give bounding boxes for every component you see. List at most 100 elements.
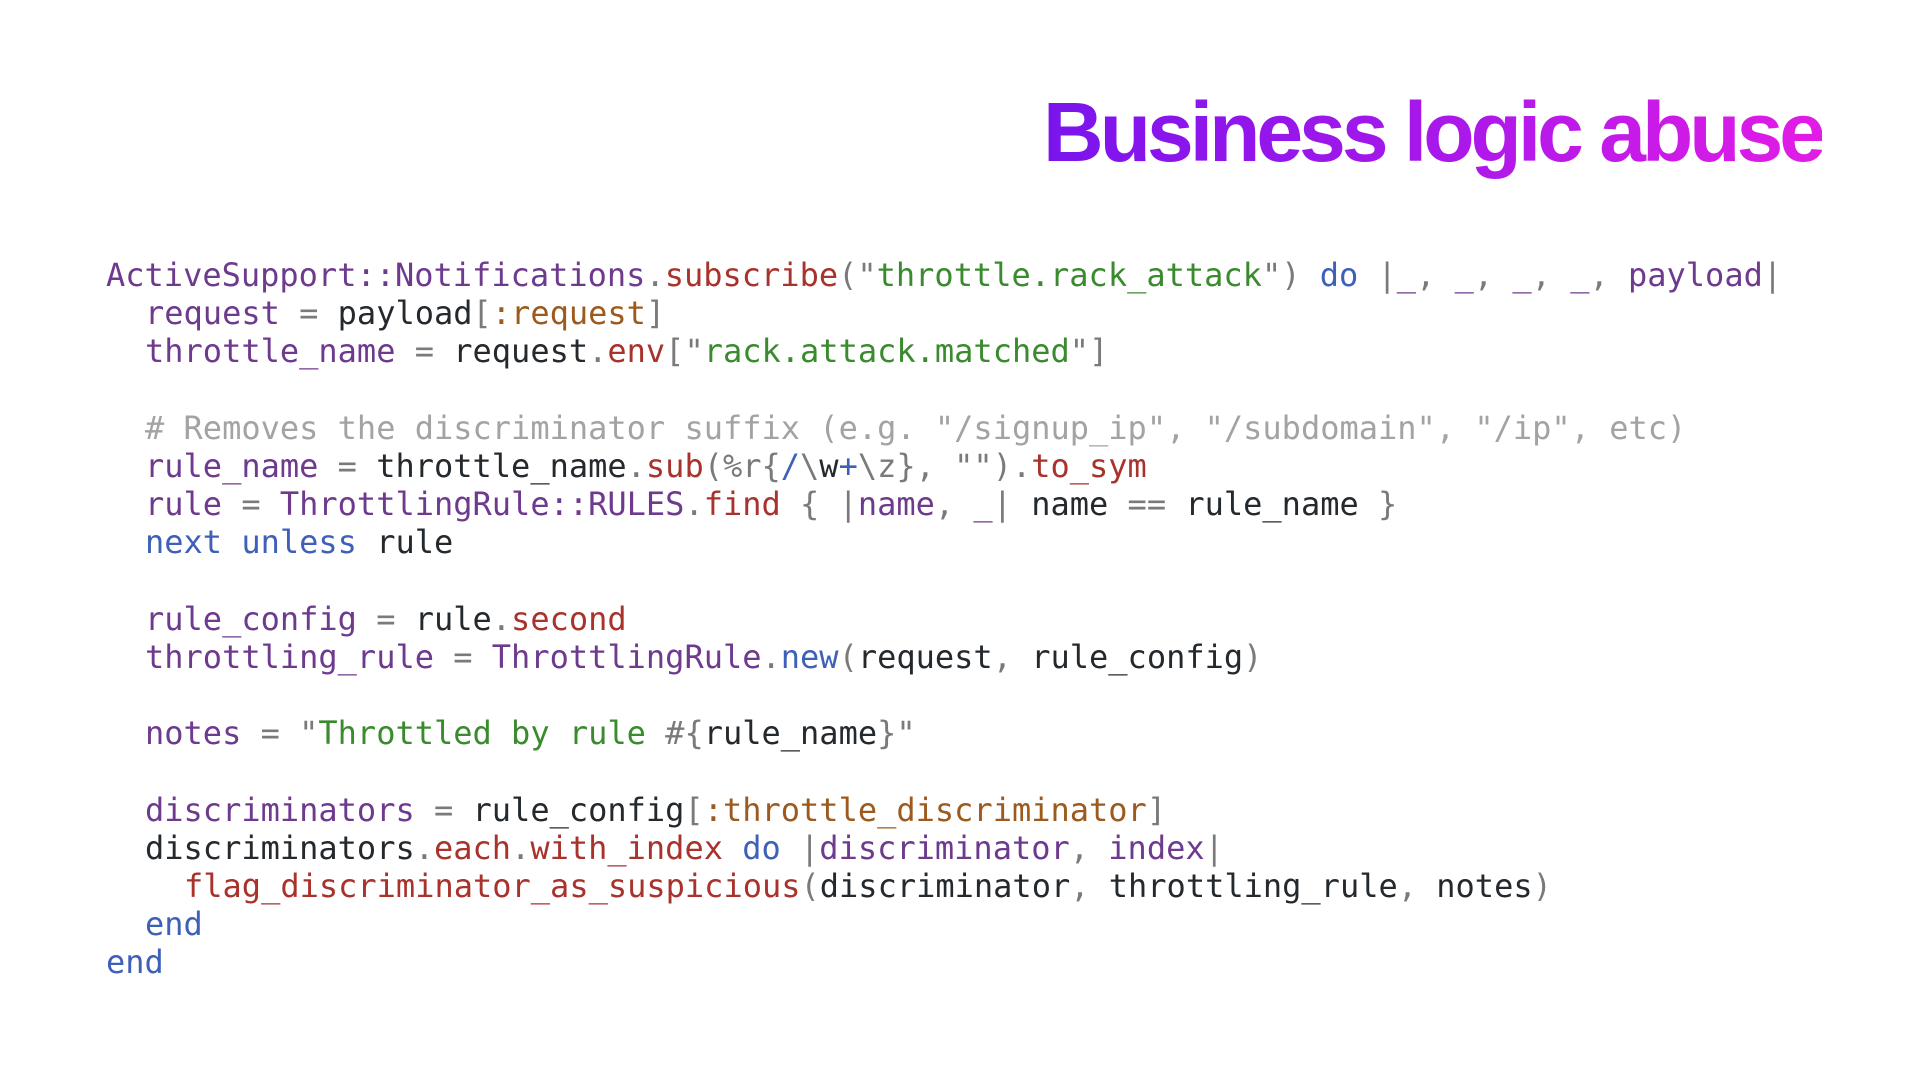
code-token: rack.attack.matched	[703, 332, 1070, 371]
code-token: with_index	[530, 828, 723, 867]
code-line: discriminators.each.with_index do |discr…	[106, 829, 1782, 867]
code-line: rule_name = throttle_name.sub(%r{/\w+\z}…	[106, 447, 1782, 485]
code-token: ,	[1416, 256, 1455, 294]
code-line: request = payload[:request]	[106, 294, 1782, 332]
code-token: =	[356, 599, 415, 638]
code-token: )	[1243, 637, 1263, 676]
code-token: rule_name	[1185, 485, 1359, 524]
code-token: discriminator	[819, 867, 1071, 905]
code-line: discriminators = rule_config[:throttle_d…	[106, 791, 1782, 829]
code-token: _	[1454, 256, 1474, 294]
code-token: ,	[992, 637, 1032, 676]
code-token: end	[145, 905, 203, 944]
code-token: env	[607, 332, 666, 371]
code-token: :throttle_discriminator	[703, 790, 1147, 829]
code-token: rule_config	[1031, 637, 1244, 676]
code-token: payload	[337, 294, 473, 333]
code-token: Throttled by rule	[318, 714, 666, 753]
code-token: _	[973, 485, 993, 524]
code-token: "	[857, 256, 877, 294]
code-token: sub	[645, 446, 704, 485]
code-token: throttling_rule	[1108, 867, 1398, 905]
code-token: ,	[1397, 867, 1437, 905]
code-token: ")	[1261, 256, 1301, 294]
code-token: = "	[241, 714, 319, 753]
code-line	[106, 752, 1782, 790]
code-token: _	[1396, 256, 1417, 294]
code-token: ,	[1069, 828, 1109, 867]
code-token: rule	[145, 485, 223, 524]
code-token: throttling_rule	[145, 637, 434, 676]
code-line: # Removes the discriminator suffix (e.g.…	[106, 409, 1782, 447]
code-token: throttle_name	[376, 446, 627, 485]
code-token: w	[819, 446, 839, 485]
code-token: .	[645, 256, 665, 294]
code-token: notes	[1436, 867, 1533, 905]
code-token: rule	[356, 523, 454, 562]
code-token: ==	[1108, 485, 1186, 524]
code-token: (%r{	[703, 446, 781, 485]
code-token: to_sym	[1031, 446, 1147, 485]
code-token: { |	[780, 485, 858, 524]
code-token: second	[511, 599, 627, 638]
code-line: next unless rule	[106, 523, 1782, 561]
code-token: ActiveSupport::Notifications	[106, 256, 646, 294]
code-token: next unless	[145, 523, 357, 562]
code-token: index	[1108, 828, 1205, 867]
code-line: ActiveSupport::Notifications.subscribe("…	[106, 256, 1782, 294]
code-token: =	[222, 485, 280, 524]
code-token: .	[511, 828, 531, 867]
code-line: rule_config = rule.second	[106, 600, 1782, 638]
code-token: |	[1204, 828, 1224, 867]
code-token: new	[780, 637, 839, 676]
code-token	[1300, 256, 1319, 294]
code-token: name	[1031, 485, 1109, 524]
code-token: :request	[491, 294, 646, 333]
code-token: do	[1319, 256, 1359, 294]
code-block: ActiveSupport::Notifications.subscribe("…	[106, 256, 1782, 982]
code-token: subscribe	[664, 256, 839, 294]
code-token: .	[626, 446, 646, 485]
slide-title: Business logic abuse	[1043, 82, 1826, 183]
code-token: do	[742, 828, 781, 867]
code-token: /	[780, 446, 801, 485]
code-token: discriminators	[145, 828, 415, 867]
code-token: \	[800, 446, 820, 485]
code-token: \z}, "")	[857, 446, 1012, 485]
code-token: ["	[665, 332, 704, 371]
code-token: discriminator	[819, 828, 1070, 867]
code-token: throttle_name	[145, 332, 396, 371]
code-token: (	[838, 637, 858, 676]
code-token: each	[433, 828, 512, 867]
code-token: "]	[1069, 332, 1109, 371]
code-token: ,	[1473, 256, 1513, 294]
code-token: }"	[877, 714, 916, 753]
code-line	[106, 676, 1782, 714]
code-token: =	[414, 790, 473, 829]
code-token: ,	[1589, 256, 1628, 294]
code-token: rule	[414, 599, 492, 638]
code-token: ]	[1146, 790, 1167, 829]
code-token: request	[145, 294, 280, 333]
code-token: .	[414, 828, 434, 867]
code-token	[723, 829, 742, 867]
code-token: |	[1762, 256, 1783, 294]
code-token: rule_config	[472, 790, 685, 829]
code-token: #{	[665, 714, 704, 753]
code-token: throttle.rack_attack	[876, 256, 1262, 294]
code-token: |	[780, 828, 820, 867]
code-token: =	[279, 294, 338, 333]
code-token: flag_discriminator_as_suspicious	[184, 867, 801, 905]
code-token: .	[588, 332, 608, 371]
code-token: }	[1358, 485, 1398, 524]
code-token: +	[838, 446, 858, 485]
code-token: _	[1512, 256, 1532, 294]
code-token: ,	[1531, 256, 1571, 294]
code-token: =	[318, 446, 377, 485]
code-token: rule_name	[145, 446, 319, 485]
code-line: throttling_rule = ThrottlingRule.new(req…	[106, 638, 1782, 676]
code-token: ,	[934, 485, 974, 524]
code-line: end	[106, 943, 1782, 981]
code-token: (	[838, 256, 858, 294]
